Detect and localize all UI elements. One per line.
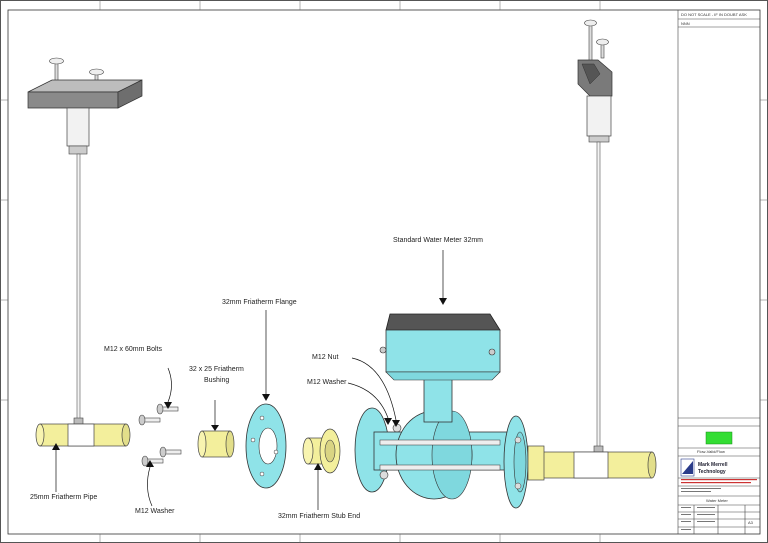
left-pipe — [35, 423, 131, 447]
bushing — [197, 430, 235, 458]
right-pipe — [539, 451, 657, 479]
label-bushing-line1: 32 x 25 Friatherm — [189, 366, 244, 373]
label-flange: 32mm Friatherm Flange — [222, 299, 297, 306]
left-hanger — [27, 57, 143, 427]
drawing-title: Water Meter — [706, 498, 728, 503]
sheet-size: A3 — [748, 520, 753, 525]
right-hanger — [577, 19, 613, 455]
flange — [245, 403, 287, 489]
label-standard-water-meter: Standard Water Meter 32mm — [393, 237, 483, 244]
title-block — [677, 10, 760, 534]
company-name-line2: Technology — [698, 469, 726, 475]
stub-end — [302, 428, 341, 474]
leader-lines — [55, 250, 444, 510]
company-name-line1: Mark Merrell — [698, 462, 728, 468]
title-block-client: Flow-Valid/Flow — [697, 449, 725, 454]
label-washer-top: M12 Washer — [307, 379, 347, 386]
label-bushing-line2: Bushing — [204, 377, 230, 384]
title-block-red-notes — [681, 479, 757, 484]
title-block-scribbles — [681, 488, 721, 530]
bolt-group-left — [138, 403, 182, 467]
label-washer-bottom: M12 Washer — [135, 508, 175, 515]
title-block-note: DO NOT SCALE - IF IN DOUBT ASK — [681, 12, 747, 17]
label-nut: M12 Nut — [312, 354, 339, 361]
status-green-box — [705, 431, 733, 445]
label-stub-end: 32mm Friatherm Stub End — [278, 513, 361, 520]
company-logo — [680, 458, 695, 477]
title-block-ref: NNN — [681, 21, 690, 26]
water-meter — [354, 313, 545, 509]
label-bolts: M12 x 60mm Bolts — [104, 346, 162, 353]
label-pipe: 25mm Friatherm Pipe — [30, 494, 98, 501]
leader-arrowheads — [52, 298, 447, 470]
drawing-frame — [7, 9, 761, 535]
